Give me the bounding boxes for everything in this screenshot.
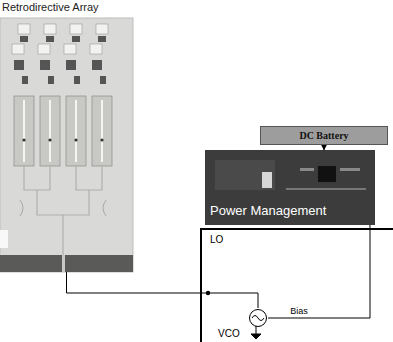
block-label: Power Management xyxy=(210,203,326,218)
photo-block: Power Management xyxy=(205,150,375,225)
wire xyxy=(324,145,325,150)
component-label: VCO xyxy=(218,328,240,339)
ground-symbol xyxy=(251,326,261,339)
signal-label: Bias xyxy=(289,306,309,316)
battery-box: DC Battery xyxy=(260,126,388,145)
vco-symbol: VCO xyxy=(248,308,268,328)
wire xyxy=(67,272,259,308)
wire xyxy=(268,225,370,318)
photo-block: Retrodirective Array xyxy=(0,18,133,272)
vco-circle xyxy=(248,308,268,328)
array-photo xyxy=(0,18,133,272)
lo-block: LO VCO xyxy=(200,228,393,342)
block-label: LO xyxy=(210,234,223,245)
block-label: DC Battery xyxy=(261,127,387,144)
block-label: Retrodirective Array xyxy=(2,1,99,13)
power-management-photo xyxy=(205,150,375,225)
